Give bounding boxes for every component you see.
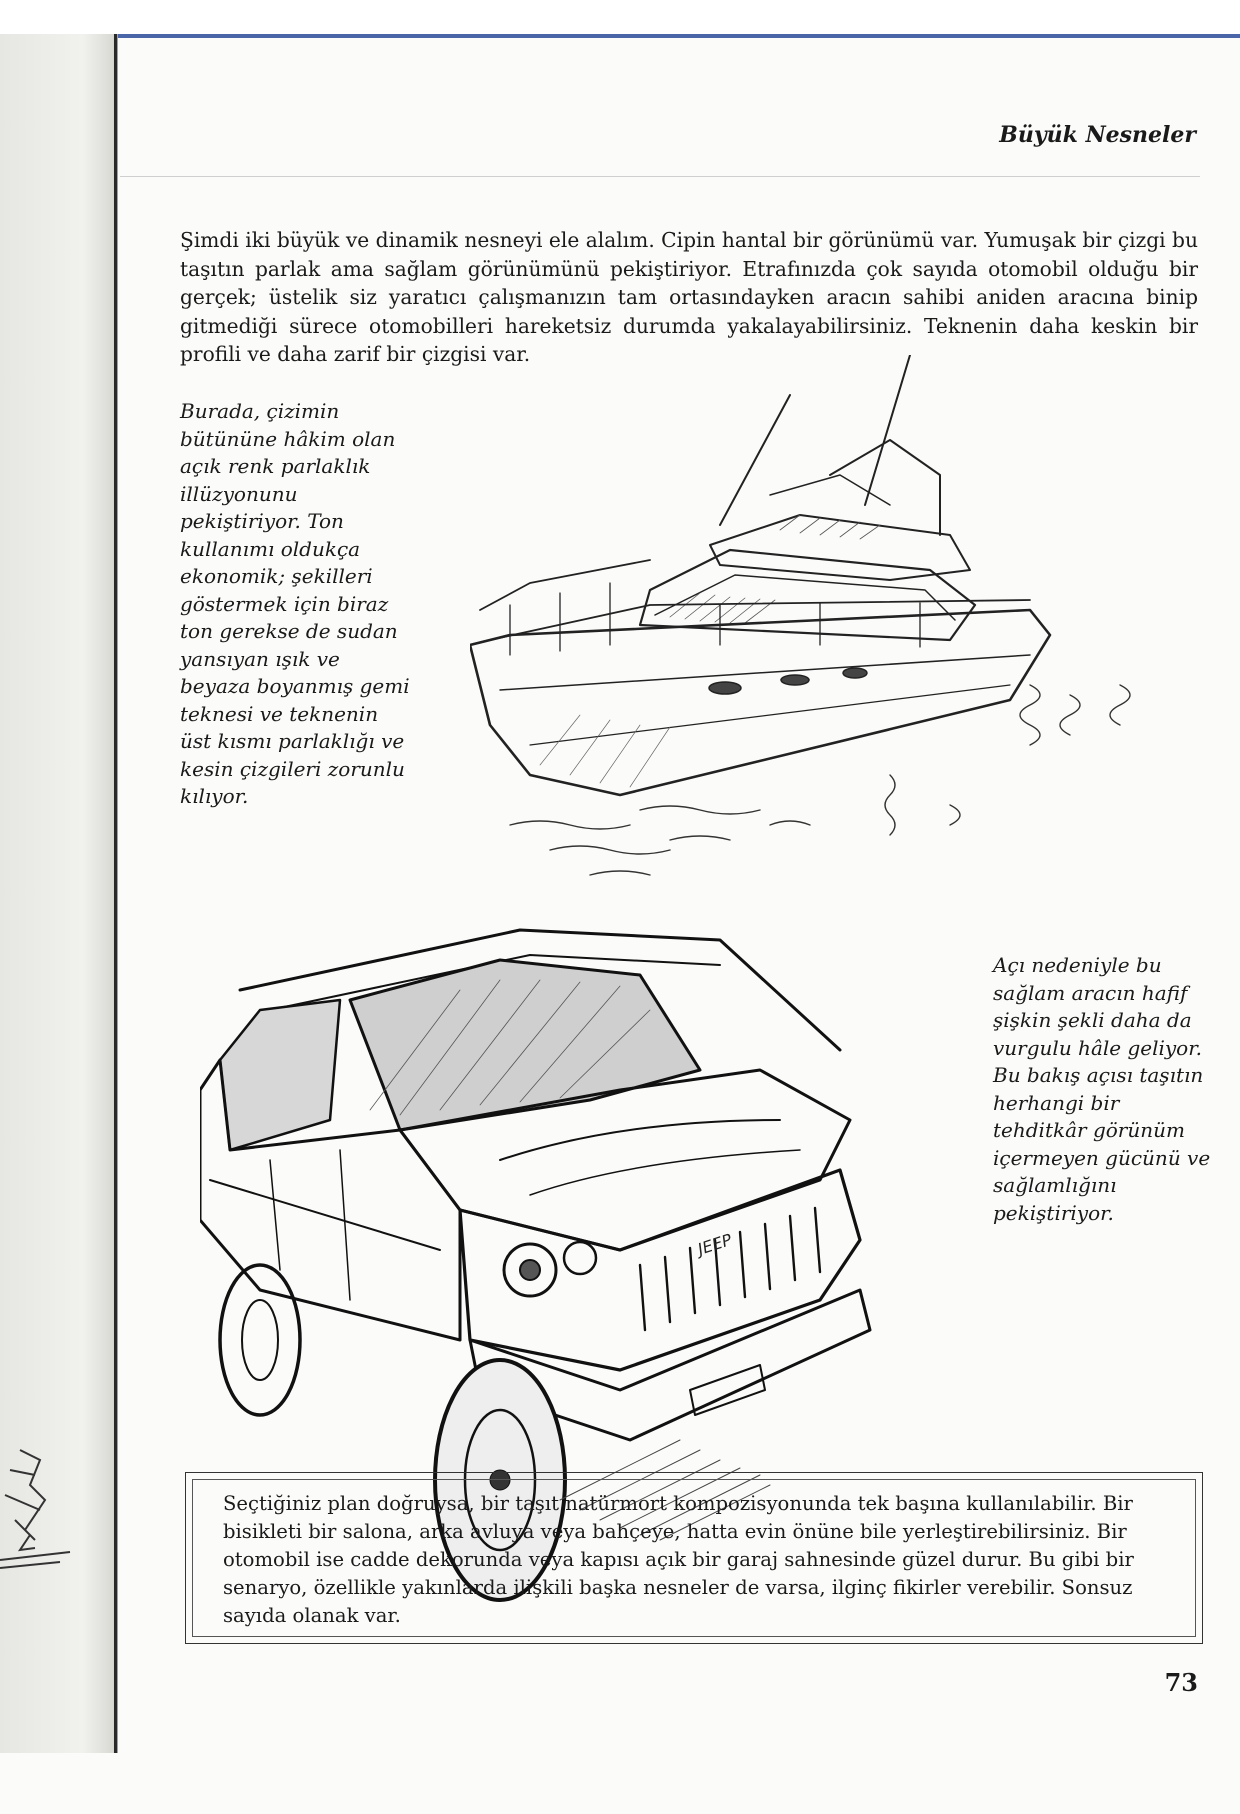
suv-sketch-icon: JEEP (198, 928, 872, 1602)
facing-page-edge (0, 34, 118, 1753)
note-box: Seçtiğiniz plan doğruysa, bir taşıt natü… (192, 1479, 1196, 1637)
jeep-caption: Açı nedeniyle bu sağlam aracın hafif şiş… (993, 953, 1211, 1225)
running-head-title: Büyük Nesneler (999, 122, 1196, 148)
boat-caption: Burada, çizimin bütününe hâkim olan açık… (180, 399, 410, 808)
page-number: 73 (1164, 1668, 1198, 1697)
boat-illustration (468, 354, 1190, 890)
note-box-frame (185, 1472, 1203, 1644)
intro-paragraph: Şimdi iki büyük ve dinamik nesneyi ele a… (180, 228, 1198, 366)
book-spine-edge (114, 34, 117, 1753)
jeep-illustration: JEEP (198, 920, 980, 1810)
facing-page-sketch-fragment (0, 1449, 71, 1569)
header-rule (120, 176, 1200, 177)
yacht-sketch-icon (468, 354, 1131, 876)
scan-top-band (0, 0, 1240, 38)
note-box-text: Seçtiğiniz plan doğruysa, bir taşıt natü… (223, 1492, 1134, 1627)
jeep-badge-text: JEEP (693, 1230, 735, 1260)
